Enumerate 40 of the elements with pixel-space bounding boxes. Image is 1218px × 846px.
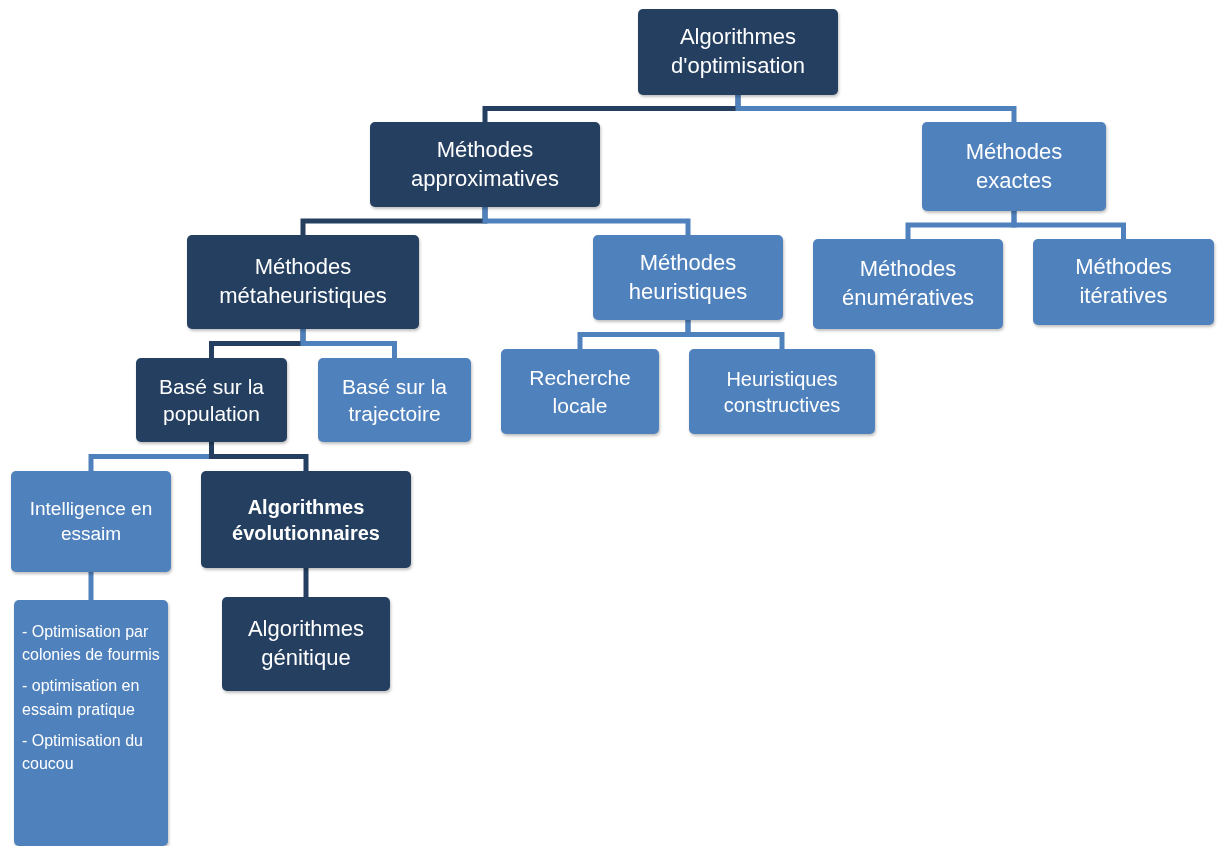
connector-line xyxy=(88,572,94,600)
connector-line xyxy=(300,329,397,358)
box-label: Méthodes métaheuristiques xyxy=(218,253,388,310)
process-box xyxy=(593,235,783,320)
connector-line xyxy=(482,207,691,235)
process-box xyxy=(136,358,287,442)
process-box xyxy=(187,235,419,329)
process-box xyxy=(1033,239,1214,325)
box-label: Algorithmes d'optimisation xyxy=(670,23,806,80)
process-box xyxy=(501,349,659,434)
box-label: Méthodes exactes xyxy=(964,137,1064,195)
connector-line xyxy=(685,320,785,349)
process-box xyxy=(689,349,875,434)
process-box xyxy=(222,597,390,691)
connector-line xyxy=(303,568,309,597)
box-label: Méthodes itératives xyxy=(1074,253,1173,310)
box-label: Heuristiques constructives xyxy=(722,366,842,418)
connector-line xyxy=(1011,211,1126,239)
process-box xyxy=(370,122,600,207)
list-item: - Optimisation par colonies de fourmis xyxy=(22,622,160,666)
box-label: Algorithmes génitique xyxy=(246,615,366,672)
box-label: Basé sur la trajectoire xyxy=(340,373,449,427)
list-item: - Optimisation du coucou xyxy=(22,730,144,774)
list-item: - optimisation en essaim pratique xyxy=(22,676,141,720)
process-box xyxy=(201,471,411,568)
process-box xyxy=(813,239,1003,329)
list-box xyxy=(14,600,168,846)
box-label: Recherche locale xyxy=(528,365,632,419)
connector-line xyxy=(735,95,1017,122)
box-label: Méthodes approximatives xyxy=(410,135,560,193)
process-box xyxy=(318,358,471,442)
box-label: Intelligence en essaim xyxy=(28,496,154,546)
connector-line xyxy=(209,442,309,471)
process-box xyxy=(11,471,171,572)
box-label: Méthodes heuristiques xyxy=(627,248,749,306)
box-label: Algorithmes évolutionnaires xyxy=(231,494,381,546)
box-label: Basé sur la population xyxy=(157,373,266,427)
box-label: Méthodes énumératives xyxy=(840,255,976,312)
process-box xyxy=(638,9,838,95)
process-box xyxy=(922,122,1106,211)
